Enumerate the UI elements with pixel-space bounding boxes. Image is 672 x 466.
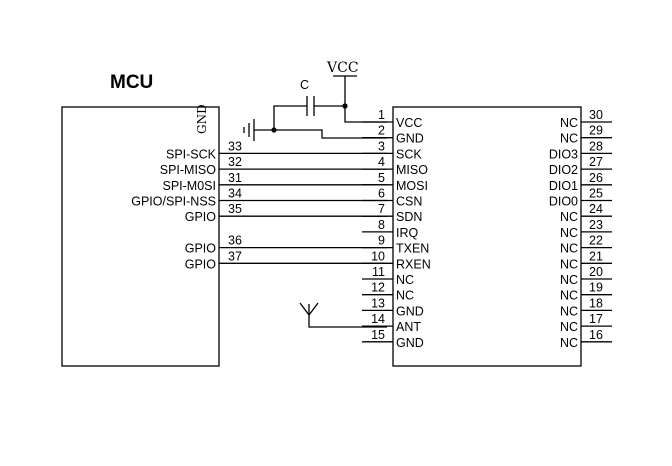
module-right-pin-number: 23	[589, 218, 603, 232]
mcu-gnd-label: GND	[195, 104, 209, 134]
module-right-pin-number: 30	[589, 108, 603, 122]
module-right-pin-number: 21	[589, 249, 603, 263]
module-right-pin-number: 28	[589, 139, 603, 153]
mcu-pin-label: GPIO	[185, 242, 217, 256]
mcu-pin-label: GPIO/SPI-NSS	[131, 195, 216, 209]
module-left-pin-number: 6	[378, 187, 385, 201]
module-right-pin-number: 17	[589, 312, 603, 326]
module-left-pin-label: RXEN	[396, 257, 431, 271]
module-right-pin-label: NC	[560, 242, 578, 256]
mcu-pin-label: SPI-SCK	[166, 147, 217, 161]
module-right-pin-label: DIO1	[549, 179, 578, 193]
module-left-pin-label: MOSI	[396, 179, 428, 193]
module-left-pin-number: 7	[378, 202, 385, 216]
module-right-pin-label: DIO3	[549, 147, 578, 161]
module-left-pin-label: SDN	[396, 210, 422, 224]
capacitor-label: C	[300, 78, 309, 92]
vcc-to-pin1-wire	[344, 106, 387, 123]
module-right-pin-number: 25	[589, 187, 603, 201]
module-right-pin-number: 27	[589, 155, 603, 169]
mcu-pin-number: 32	[228, 155, 242, 169]
module-left-pin-number: 15	[371, 328, 385, 342]
module-left-pin-number: 10	[371, 249, 385, 263]
module-left-pin-number: 12	[371, 281, 385, 295]
mcu-pin-number: 33	[228, 139, 242, 153]
module-right-pin-label: NC	[560, 116, 578, 130]
module-left-pin-label: GND	[396, 304, 424, 318]
antenna-wire	[308, 304, 387, 328]
mcu-pin-number: 35	[228, 202, 242, 216]
module-left-pin-label: GND	[396, 132, 424, 146]
module-right-pin-number: 20	[589, 265, 603, 279]
module-left-pin-label: TXEN	[396, 242, 429, 256]
module-left-pin-number: 5	[378, 171, 385, 185]
module-left-pin-label: NC	[396, 273, 414, 287]
module-left-pin-label: SCK	[396, 147, 422, 161]
module-right-pin-label: DIO2	[549, 163, 578, 177]
module-left-pin-number: 11	[372, 265, 385, 279]
mcu-pin-label: GPIO	[185, 257, 217, 271]
mcu-pin-label: SPI-MISO	[160, 163, 217, 177]
module-right-pin-label: NC	[560, 289, 578, 303]
mcu-pin-label: GPIO	[185, 210, 217, 224]
module-left-pin-label: CSN	[396, 195, 422, 209]
module-right-pin-number: 26	[589, 171, 603, 185]
module-right-pin-label: NC	[560, 320, 578, 334]
mcu-block	[61, 106, 220, 367]
module-left-pin-number: 3	[378, 139, 385, 153]
module-right-pin-number: 19	[589, 281, 603, 295]
module-left-pin-number: 8	[378, 218, 385, 232]
module-left-pin-label: VCC	[396, 116, 422, 130]
module-right-pin-label: NC	[560, 210, 578, 224]
cap-gnd-wire	[273, 105, 307, 130]
module-left-pin-label: NC	[396, 289, 414, 303]
module-left-pin-number: 2	[378, 124, 385, 138]
module-left-pin-number: 13	[371, 296, 385, 310]
module-right-pin-label: DIO0	[549, 195, 578, 209]
mcu-pin-number: 34	[228, 187, 242, 201]
module-left-pin-number: 14	[371, 312, 385, 326]
gnd-to-pin2-wire	[254, 129, 387, 139]
module-right-pin-label: NC	[560, 273, 578, 287]
rf-module-block	[392, 106, 582, 367]
module-left-pin-label: GND	[396, 336, 424, 350]
module-right-pin-number: 18	[589, 296, 603, 310]
mcu-title: MCU	[110, 72, 153, 93]
module-right-pin-label: NC	[560, 336, 578, 350]
module-right-pin-label: NC	[560, 304, 578, 318]
vcc-label: VCC	[326, 60, 359, 76]
module-right-pin-number: 22	[589, 234, 603, 248]
module-left-pin-number: 9	[378, 234, 385, 248]
module-right-pin-number: 29	[589, 124, 603, 138]
module-left-pin-label: IRQ	[396, 226, 419, 240]
module-right-pin-label: NC	[560, 226, 578, 240]
module-right-pin-number: 16	[589, 328, 603, 342]
module-left-pin-label: ANT	[396, 320, 421, 334]
module-left-pin-number: 1	[378, 108, 385, 122]
module-right-pin-label: NC	[560, 132, 578, 146]
mcu-pin-number: 31	[228, 171, 242, 185]
module-right-pin-number: 24	[589, 202, 603, 216]
module-right-pin-label: NC	[560, 257, 578, 271]
mcu-pin-label: SPI-M0SI	[163, 179, 217, 193]
module-left-pin-number: 4	[378, 155, 385, 169]
mcu-pin-number: 37	[228, 249, 242, 263]
module-left-pin-label: MISO	[396, 163, 428, 177]
mcu-pin-number: 36	[228, 234, 242, 248]
